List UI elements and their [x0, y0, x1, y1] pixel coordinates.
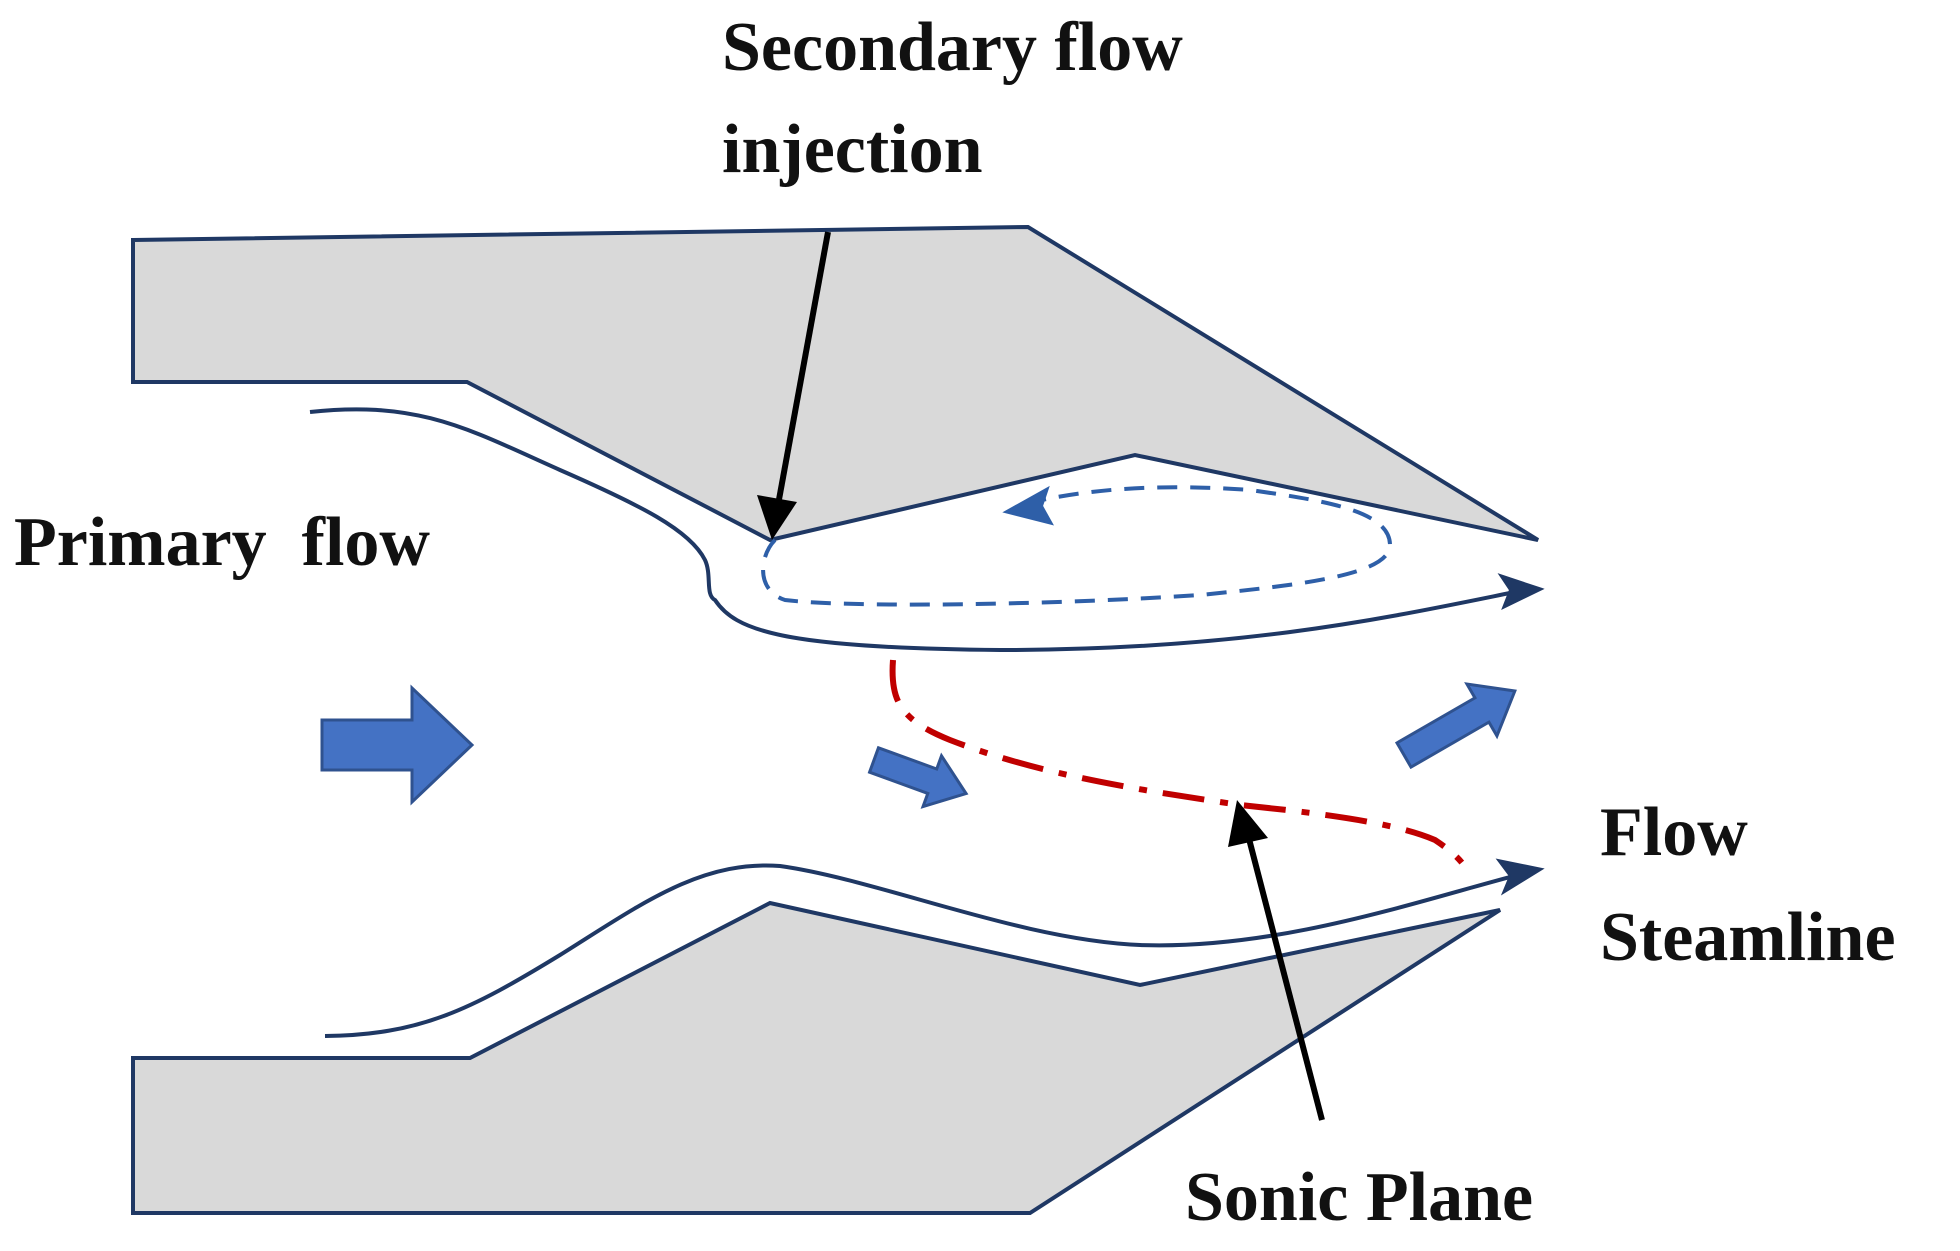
injection-pointer-arrowhead: [757, 495, 797, 540]
exit-flow-arrow: [1394, 682, 1517, 770]
sonic-plane-pointer-arrowhead: [1228, 800, 1268, 847]
upper-nozzle-wall: [131, 224, 1540, 543]
recirculation-bubble: [761, 485, 1393, 607]
throat-flow-arrow: [867, 745, 969, 809]
lower-nozzle-wall: [131, 900, 1502, 1215]
flow-streamline-label-line2: Steamline: [1600, 899, 1896, 976]
sonic-plane-pointer-line: [1245, 834, 1325, 1121]
injection-pointer-line: [775, 231, 831, 506]
secondary-injection-label-line1: Secondary flow: [722, 9, 1183, 86]
upper-streamline-arrowhead: [1497, 573, 1545, 611]
lower-streamline-arrowhead: [1495, 858, 1545, 896]
upper-flow-streamline: [309, 407, 1526, 653]
secondary-injection-label-line2: injection: [722, 111, 983, 188]
sonic-plane-label: Sonic Plane: [1185, 1159, 1533, 1236]
lower-flow-streamline: [324, 863, 1526, 1038]
flow-streamline-label-line1: Flow: [1600, 794, 1748, 871]
primary-flow-arrow: [320, 684, 475, 806]
recirculation-arrowhead: [1002, 485, 1055, 526]
primary-flow-label: Primary flow: [14, 504, 430, 581]
sonic-plane-line: [889, 659, 1471, 874]
